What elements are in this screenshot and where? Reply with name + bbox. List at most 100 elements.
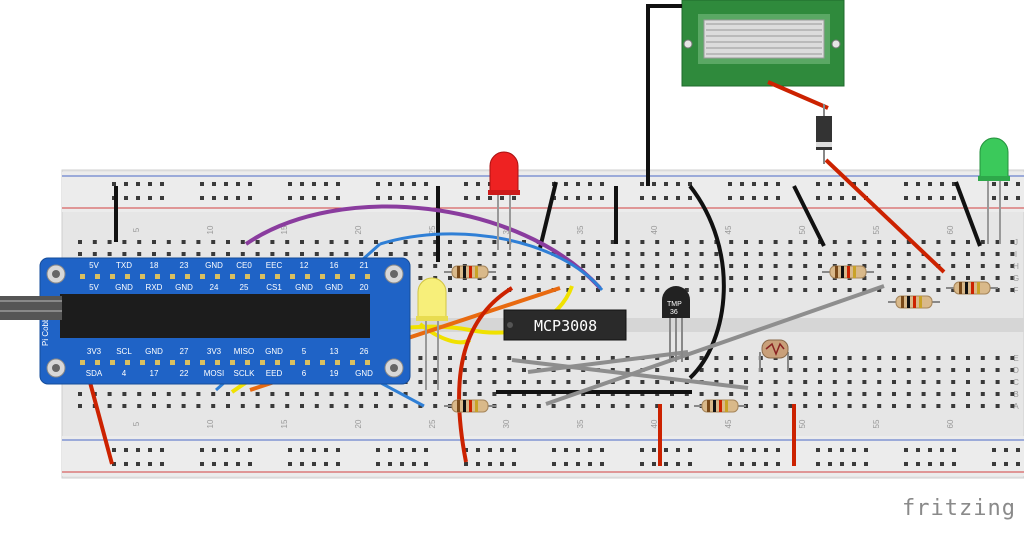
column-number-bottom: 20 — [354, 419, 363, 428]
grey-wire-3 — [545, 284, 885, 406]
cobbler-pin-label: GND — [115, 283, 133, 292]
cobbler-pin-label: CS1 — [266, 283, 282, 292]
cobbler-pin-label: 26 — [360, 347, 369, 356]
resistors — [444, 265, 998, 413]
resistor — [444, 399, 496, 413]
column-number-bottom: 35 — [576, 419, 585, 428]
photoresistor — [759, 339, 789, 372]
cobbler-pin-label: EED — [266, 369, 283, 378]
chip-label: MCP3008 — [534, 317, 597, 335]
grey-wire-2 — [527, 350, 689, 374]
cobbler-pin-label: 22 — [180, 369, 189, 378]
cobbler-pin-label: SCLK — [234, 369, 256, 378]
cobbler-pin-label: RXD — [146, 283, 163, 292]
blue-wire-3 — [379, 232, 604, 291]
column-number-bottom: 50 — [798, 419, 807, 428]
cobbler-pin-label: 27 — [180, 347, 189, 356]
cobbler-pin-label: CE0 — [236, 261, 252, 270]
black-wire-5 — [792, 185, 826, 247]
yellow-led — [416, 277, 448, 390]
row-letter: E — [1013, 354, 1018, 363]
cobbler-pin-label: GND — [295, 283, 313, 292]
red-wire-curve — [457, 286, 514, 463]
cobbler-pin-label: 6 — [302, 369, 307, 378]
column-number-top: 45 — [724, 225, 733, 234]
resistor — [444, 265, 496, 279]
resistor — [694, 399, 746, 413]
resistor — [946, 281, 998, 295]
cobbler-pin-label: 21 — [360, 261, 369, 270]
red-wire-diode-rail — [824, 158, 946, 274]
cobbler-pin-label: GND — [355, 369, 373, 378]
cobbler-pin-label: 24 — [210, 283, 219, 292]
cobbler-pin-label: 19 — [330, 369, 339, 378]
row-letter: H — [1013, 262, 1019, 271]
cobbler-pin-label: GND — [265, 347, 283, 356]
column-number-bottom: 60 — [946, 419, 955, 428]
cobbler-pin-label: SDA — [86, 369, 103, 378]
cobbler-side-label: Pi Cobbler — [41, 308, 50, 346]
column-number-bottom: 10 — [206, 419, 215, 428]
cobbler-pin-label: 5V — [89, 283, 99, 292]
cobbler-pin-label: 4 — [122, 369, 127, 378]
mcp3008-chip: MCP3008 — [503, 309, 627, 341]
column-number-top: 5 — [132, 227, 141, 232]
column-number-top: 60 — [946, 225, 955, 234]
column-number-top: 50 — [798, 225, 807, 234]
cobbler-pin-label: GND — [325, 283, 343, 292]
ribbon-cable — [0, 296, 62, 320]
cobbler-pin-label: 13 — [330, 347, 339, 356]
cobbler-pin-label: 3V3 — [87, 347, 102, 356]
tmp36-sensor: TMP 36 — [662, 286, 690, 362]
column-number-bottom: 25 — [428, 419, 437, 428]
red-wire-solar-diode — [767, 80, 829, 110]
cobbler-pin-label: 12 — [300, 261, 309, 270]
bottom-power-rail — [62, 436, 1024, 476]
svg-text:TMP: TMP — [667, 301, 682, 308]
cobbler-pin-label: 25 — [240, 283, 249, 292]
diode — [816, 104, 832, 164]
cobbler-pin-label: GND — [175, 283, 193, 292]
cobbler-pin-label: 16 — [330, 261, 339, 270]
purple-wire — [244, 204, 602, 290]
column-number-bottom: 45 — [724, 419, 733, 428]
cobbler-pin-label: 17 — [150, 369, 159, 378]
column-numbers: 5510101515202025253030353540404545505055… — [132, 225, 955, 428]
row-letter: G — [1013, 274, 1019, 283]
row-letter: F — [1014, 286, 1019, 295]
cobbler-pin-label: 18 — [150, 261, 159, 270]
black-wire-6 — [954, 181, 982, 247]
column-number-top: 20 — [354, 225, 363, 234]
cobbler-pin-label: GND — [145, 347, 163, 356]
cobbler-pin-label: MISO — [234, 347, 254, 356]
column-number-top: 25 — [428, 225, 437, 234]
column-number-bottom: 40 — [650, 419, 659, 428]
row-letter: B — [1013, 390, 1018, 399]
resistor — [822, 265, 874, 279]
cobbler-pin-label: 20 — [360, 283, 369, 292]
row-letter: A — [1013, 402, 1019, 411]
black-wire-3 — [538, 181, 558, 249]
red-led — [488, 151, 520, 250]
cobbler-pin-label: TXD — [116, 261, 132, 270]
column-number-top: 35 — [576, 225, 585, 234]
cobbler-pin-label: 23 — [180, 261, 189, 270]
cobbler-pin-label: EEC — [266, 261, 283, 270]
solar-panel — [681, 0, 845, 87]
row-letter: I — [1015, 250, 1017, 259]
column-number-top: 40 — [650, 225, 659, 234]
cobbler-pin-label: 3V3 — [207, 347, 222, 356]
column-number-top: 55 — [872, 225, 881, 234]
row-letter: C — [1013, 378, 1019, 387]
column-number-top: 15 — [280, 225, 289, 234]
black-wire-solar — [646, 4, 682, 186]
column-number-bottom: 15 — [280, 419, 289, 428]
column-number-bottom: 5 — [132, 421, 141, 426]
cobbler-pin-label: MOSI — [204, 369, 224, 378]
resistor — [888, 295, 940, 309]
fritzing-watermark: fritzing — [902, 496, 1016, 521]
cobbler-pin-label: 5 — [302, 347, 307, 356]
